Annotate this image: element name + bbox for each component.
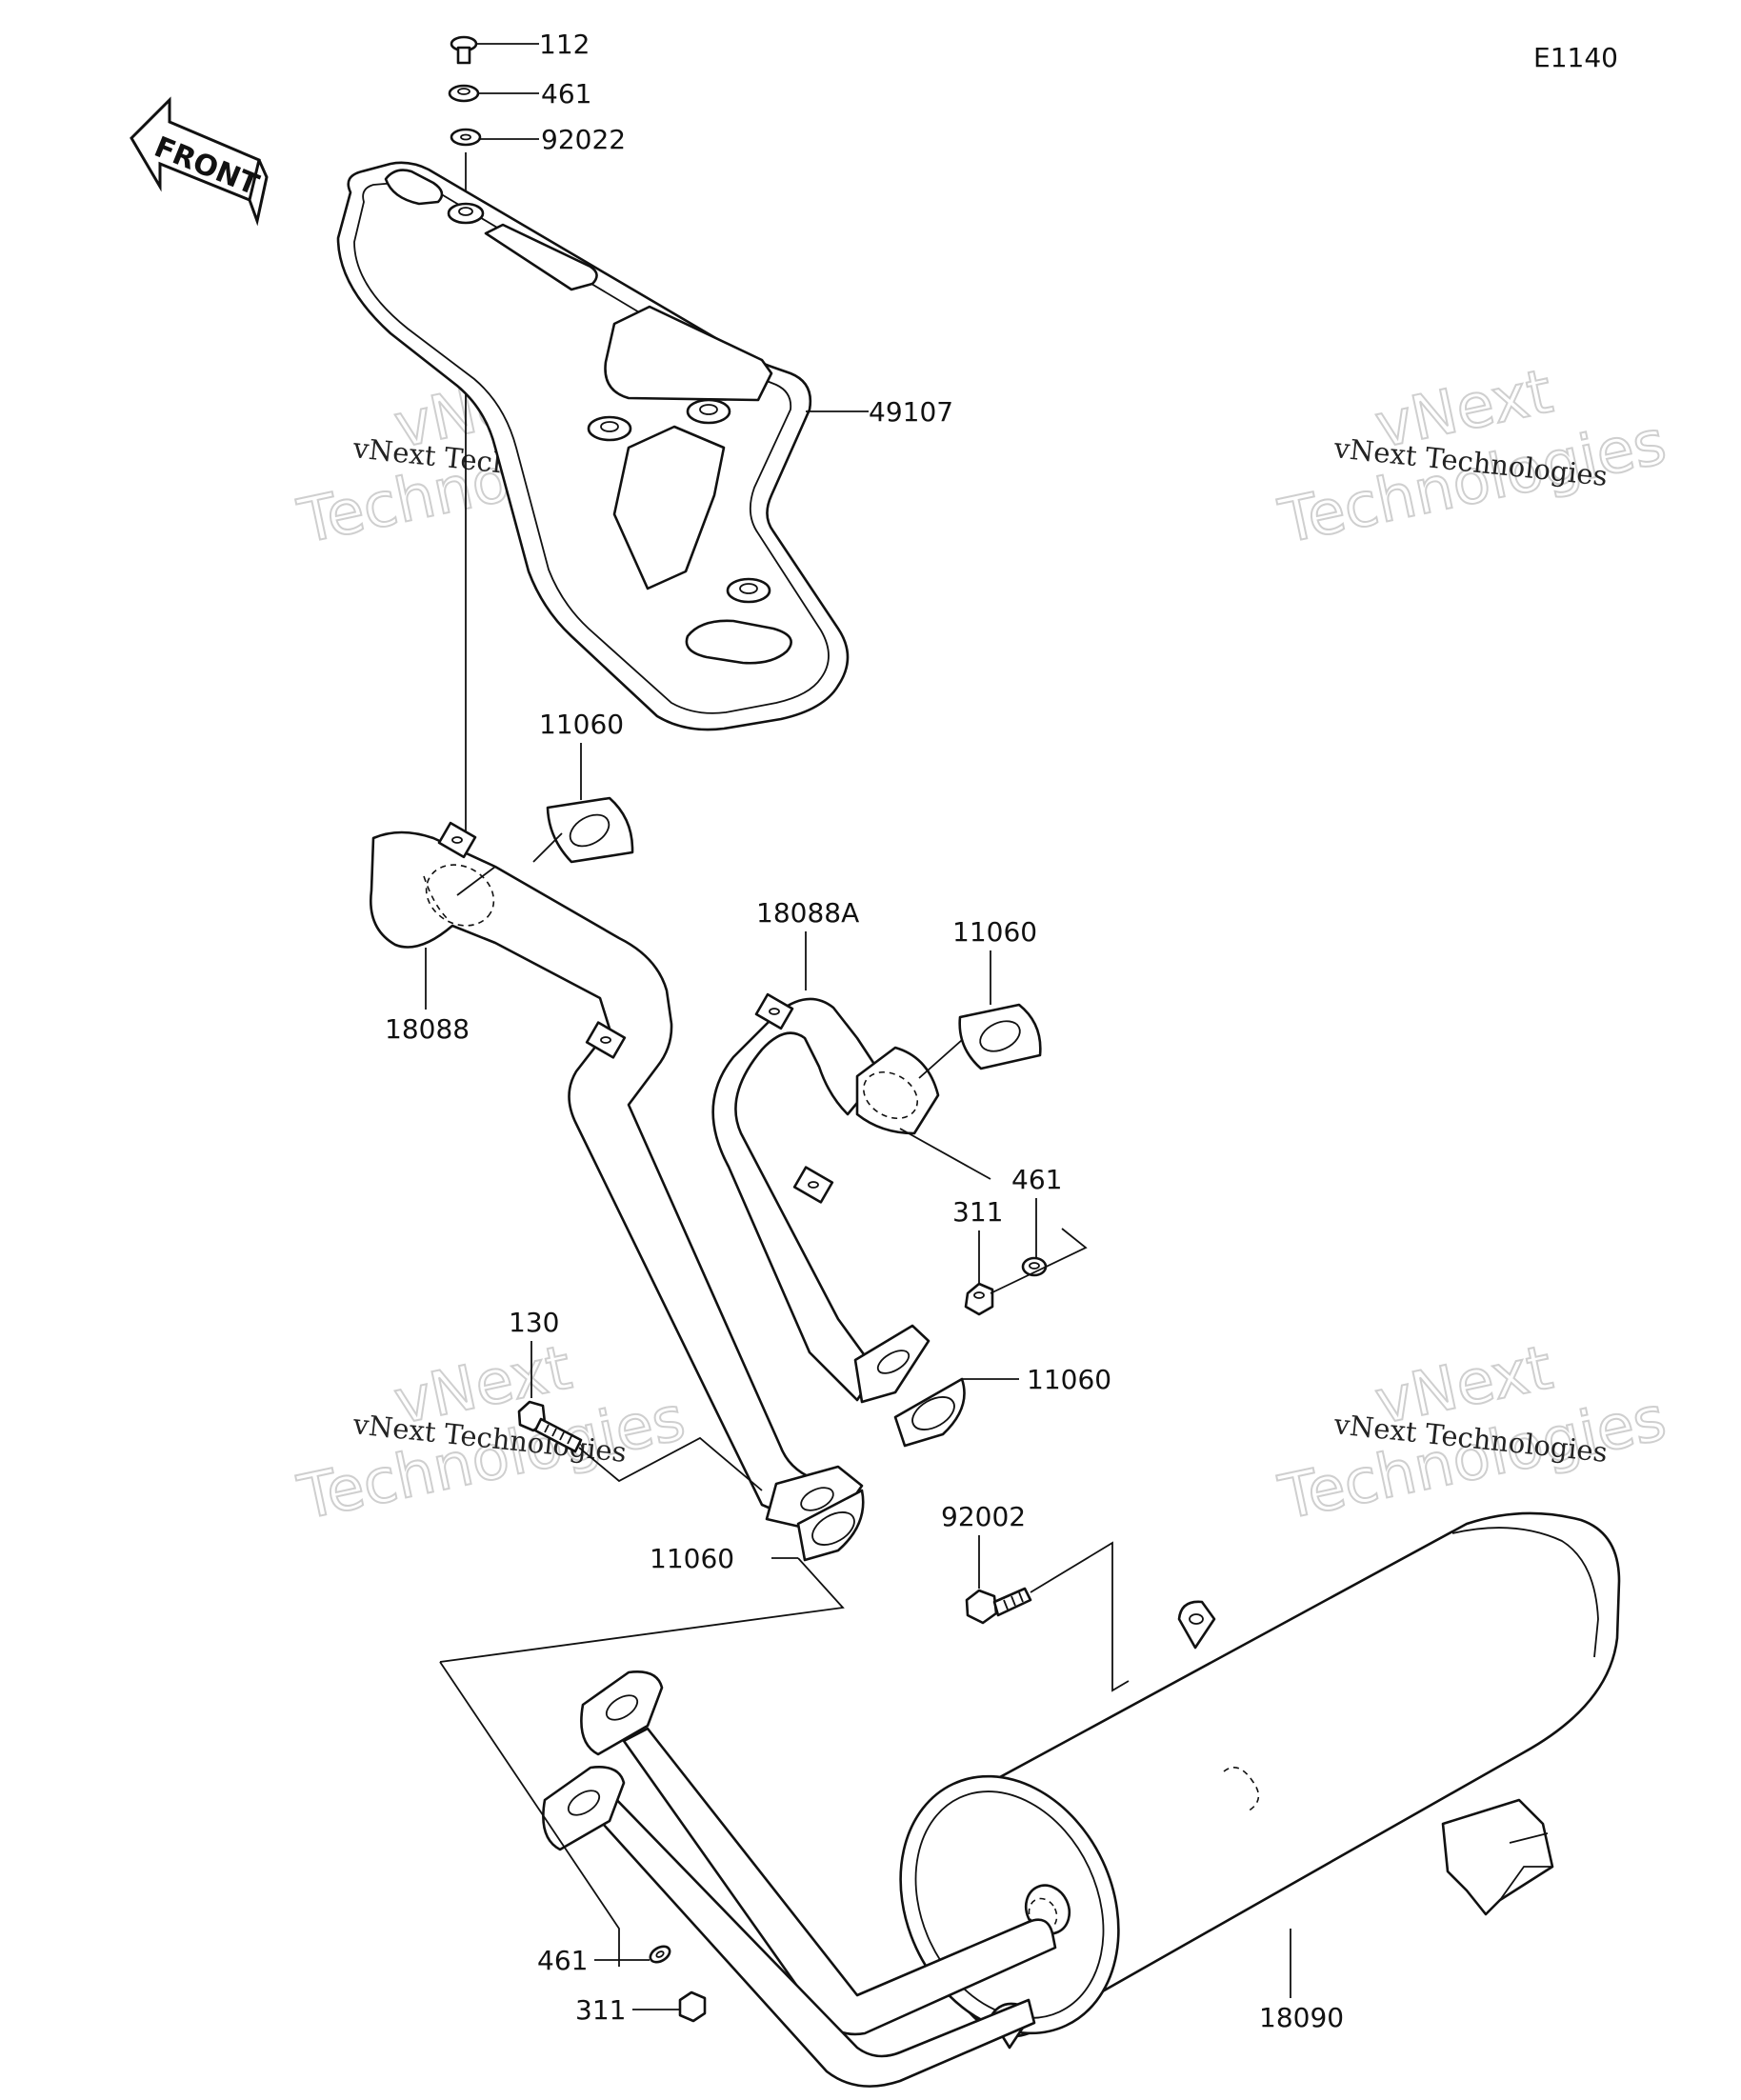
gasket-front-lower-icon [796,1489,865,1562]
watermark-right-lower: vNext Technologies vNext Technologies [1272,1331,1673,1534]
callout-muffler: 18090 [1259,2002,1344,2033]
nut-461-icon [448,84,480,103]
front-arrow-icon: FRONT [130,96,269,227]
callout-stud-nut-rear: 311 [952,1196,1003,1228]
callout-pipe-rear: 18088A [756,897,859,929]
watermark-right-upper: vNext Technologies vNext Technologies [1272,355,1673,558]
callout-stud-nut-bottom: 311 [575,1994,626,2026]
gasket-rear-lower-icon [893,1377,966,1448]
heat-guard-49107 [336,161,850,731]
washer-92022-icon [450,128,482,147]
stud-nut-311-rear-icon [964,1282,994,1316]
callout-gasket-front-lower: 11060 [650,1543,734,1574]
callout-nut-bottom: 461 [537,1945,588,1976]
muffler-18090 [542,1511,1621,2088]
callout-bolt-side: 130 [509,1307,559,1338]
callout-pipe-front: 18088 [385,1013,470,1045]
bolt-92002-icon [965,1587,1032,1625]
exhaust-pipe-18088A [711,992,940,1404]
diagram-code: E1140 [1533,42,1618,73]
gasket-front-upper-icon [546,796,634,864]
callout-nut-top: 461 [541,78,591,110]
callout-gasket-rear-lower: 11060 [1027,1364,1111,1395]
callout-bolt-muffler: 92002 [941,1501,1026,1532]
callout-gasket-rear-upper: 11060 [952,916,1037,948]
callout-heat-guard: 49107 [869,396,953,428]
nut-461-bottom-icon [649,1945,671,1964]
gasket-rear-upper-icon [958,1003,1042,1070]
callout-gasket-front-upper: 11060 [539,709,624,740]
callout-nut-rear: 461 [1011,1164,1062,1195]
bolt-112-icon [450,35,478,65]
stud-nut-311-bottom-icon [678,1990,707,2023]
callout-washer-top: 92022 [541,124,626,155]
callout-bolt-top: 112 [539,29,590,60]
watermark-left-lower: vNext Technologies vNext Technologies [291,1331,692,1534]
bolt-130-icon [517,1400,583,1453]
